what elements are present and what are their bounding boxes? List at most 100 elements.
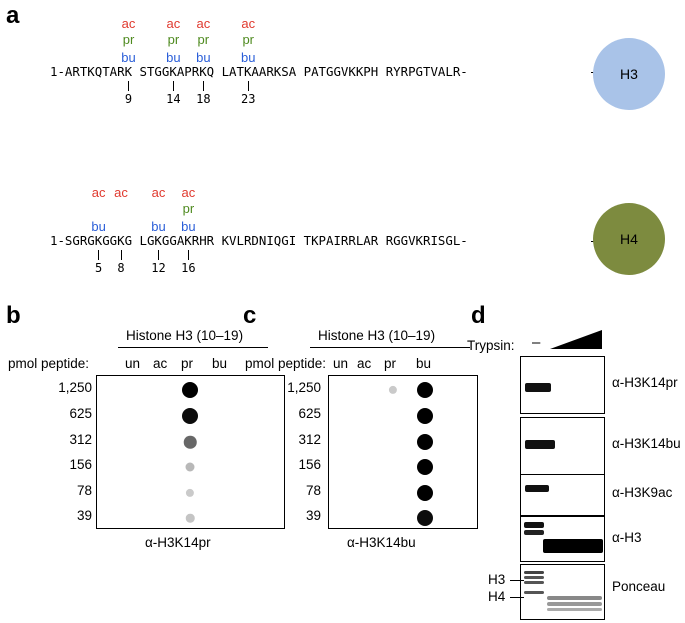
panel_c-dot-bu-0 <box>417 382 433 398</box>
ponceau-band-6 <box>547 602 602 606</box>
h4-sequence: 1-SGRGKGGKG LGKGGAKRHR KVLRDNIQGI TKPAIR… <box>50 233 468 248</box>
blot-h3k14pr <box>520 356 605 414</box>
panel_b-amount-5: 39 <box>76 508 92 523</box>
h4-site-12-tick <box>157 250 160 260</box>
panel_c-dot-bu-1 <box>417 408 433 424</box>
h4-site-number: 5 <box>94 261 103 275</box>
h4-site-16-pr: pr <box>182 201 195 216</box>
ponceau-marker-h3-line <box>510 580 524 581</box>
h4-site-8-ac: ac <box>114 185 128 200</box>
panel_b-column-bu: bu <box>212 356 228 371</box>
h4-site-5-tick <box>98 250 100 260</box>
h3-circle-label: H3 <box>620 66 638 82</box>
h3-site-14-tick <box>172 81 175 91</box>
panel_b-dot-pr-3 <box>185 462 195 472</box>
panel-b-dot-blot <box>96 375 285 529</box>
panel_c-amount-3: 156 <box>298 457 321 472</box>
h3-site-9-tick <box>128 81 130 91</box>
panel_b-amount-3: 156 <box>69 457 92 472</box>
h3-site-number: 23 <box>240 92 256 106</box>
panel_c-amount-2: 312 <box>298 432 321 447</box>
h3-site-18-ac: ac <box>196 16 211 31</box>
trypsin-gradient-wedge <box>550 330 602 349</box>
h4-site-8-tick <box>120 250 122 260</box>
blot-label-4: α-H3 <box>612 530 642 545</box>
h3-site-14-ac: ac <box>166 16 181 31</box>
blot-label-1: α-H3K14pr <box>612 375 678 390</box>
panel_b-dot-pr-5 <box>185 513 195 523</box>
panel_c-amount-4: 78 <box>305 483 321 498</box>
h4-site-5-ac: ac <box>91 185 106 200</box>
h3-site-18-bu: bu <box>196 50 211 65</box>
blot-h3k9ac <box>520 474 605 516</box>
h3-site-18-pr: pr <box>197 32 210 47</box>
panel_c-dot-pr-0 <box>388 385 398 395</box>
blot-ponceau <box>520 564 605 620</box>
panel_c-dot-bu-3 <box>417 459 433 475</box>
h4-site-16-bu: bu <box>181 219 196 234</box>
band-h3-lane1-top <box>524 522 544 528</box>
panel_c-column-bu: bu <box>416 356 432 371</box>
h3-histone-circle: H3 <box>593 38 665 110</box>
panel-b-header: Histone H3 (10–19) <box>126 328 244 343</box>
panel_b-amount-0: 1,250 <box>58 380 92 395</box>
blot-label-5: Ponceau <box>612 579 666 594</box>
panel_b-dot-pr-0 <box>182 382 198 398</box>
h3-site-23-tick <box>247 81 249 91</box>
h4-site-5-bu: bu <box>91 219 106 234</box>
panel_b-dot-pr-2 <box>183 435 197 449</box>
h3-site-14-pr: pr <box>167 32 180 47</box>
panel_b-amount-2: 312 <box>69 432 92 447</box>
blot-label-3: α-H3K9ac <box>612 485 673 500</box>
ponceau-band-7 <box>547 608 602 611</box>
panel-letter-d: d <box>471 302 486 329</box>
h4-histone-circle: H4 <box>593 203 665 275</box>
h4-site-16-tick <box>187 250 190 260</box>
h3-site-9-ac: ac <box>121 16 136 31</box>
panel_c-amount-0: 1,250 <box>287 380 321 395</box>
h4-site-12-ac: ac <box>151 185 166 200</box>
band-h3k14bu-lane1 <box>525 440 555 449</box>
band-h3k9ac-lane1 <box>525 485 549 492</box>
h4-site-number: 12 <box>151 261 166 275</box>
ponceau-marker-h3: H3 <box>488 572 506 587</box>
h3-site-number: 18 <box>196 92 211 106</box>
panel_c-amount-5: 39 <box>305 508 321 523</box>
h3-site-23-bu: bu <box>240 50 256 65</box>
blot-label-2: α-H3K14bu <box>612 436 681 451</box>
ponceau-marker-h4-line <box>510 597 524 598</box>
h3-sequence: 1-ARTKQTARK STGGKAPRKQ LATKAARKSA PATGGV… <box>50 64 468 79</box>
panel-c-header-underline <box>310 347 470 348</box>
blot-h3k14bu <box>520 417 605 475</box>
h3-site-23-ac: ac <box>241 16 256 31</box>
panel_c-amount-1: 625 <box>298 406 321 421</box>
panel_c-dot-bu-2 <box>417 434 433 450</box>
h3-site-number: 14 <box>166 92 181 106</box>
blot-h3 <box>520 516 605 562</box>
ponceau-band-2 <box>524 576 544 579</box>
h3-site-23-pr: pr <box>242 32 254 47</box>
ponceau-marker-h4: H4 <box>488 589 506 604</box>
ponceau-band-3 <box>524 581 544 584</box>
panel_b-amount-4: 78 <box>76 483 92 498</box>
panel_b-dot-pr-1 <box>182 408 198 424</box>
ponceau-band-5 <box>547 596 602 600</box>
h4-site-12-bu: bu <box>151 219 166 234</box>
h4-circle-label: H4 <box>620 231 638 247</box>
h3-site-14-bu: bu <box>166 50 181 65</box>
panel_b-amount-1: 625 <box>69 406 92 421</box>
h4-site-number: 8 <box>117 261 125 275</box>
panel-letter-b: b <box>6 302 21 329</box>
ponceau-band-4 <box>524 591 544 594</box>
trypsin-minus-label: – <box>532 334 541 351</box>
panel-letter-a: a <box>6 2 20 29</box>
h4-site-16-ac: ac <box>181 185 196 200</box>
panel_b-dot-pr-4 <box>185 488 195 498</box>
h3-site-9-pr: pr <box>122 32 135 47</box>
panel-b-antibody: α-H3K14pr <box>145 535 211 550</box>
panel_c-column-un: un <box>333 356 349 371</box>
panel_c-dot-bu-5 <box>417 510 433 526</box>
h3-site-number: 9 <box>124 92 133 106</box>
panel_b-column-un: un <box>125 356 141 371</box>
panel-c-header: Histone H3 (10–19) <box>318 328 436 343</box>
